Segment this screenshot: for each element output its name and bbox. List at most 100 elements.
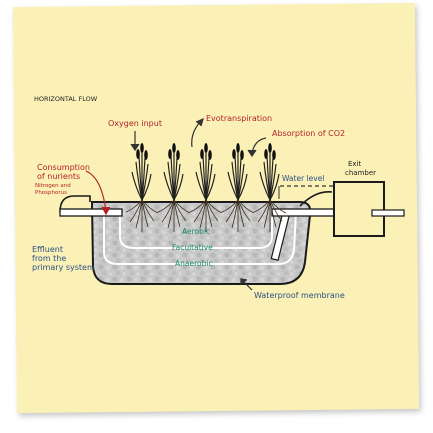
reed-root: [257, 199, 271, 223]
reed-seed-head: [176, 150, 180, 160]
reed-root: [141, 199, 149, 228]
reed-leaf: [237, 173, 248, 201]
consumption-label-line1: Consumption: [37, 163, 90, 172]
reed-leaf: [234, 155, 239, 201]
reed-seed-head: [236, 143, 240, 153]
reed-seed-head: [168, 149, 172, 159]
reed-leaf: [170, 155, 175, 201]
exit-chamber-pipe: [371, 209, 405, 217]
reed-leaf: [163, 171, 175, 201]
reed-root: [161, 199, 175, 223]
effluent-label-line2: from the: [32, 254, 66, 263]
reed-leaf: [269, 173, 280, 201]
reed-leaf: [173, 173, 184, 201]
waterproof-membrane-label: Waterproof membrane: [254, 291, 345, 300]
reed-plant: [189, 143, 223, 232]
consumption-arrow: [85, 170, 107, 213]
reed-root: [263, 199, 271, 229]
evotranspiration-arrowhead: [195, 117, 204, 127]
reed-seed-head: [264, 149, 268, 159]
reed-root: [253, 199, 271, 213]
reed-plant: [221, 143, 255, 232]
facultative-label: Facultative: [172, 243, 213, 252]
reed-leaf: [131, 171, 143, 201]
reed-root: [157, 199, 175, 213]
inlet-pipe: [59, 195, 91, 213]
reed-leaf: [266, 155, 271, 201]
reed-seed-head: [136, 149, 140, 159]
reed-seed-head: [200, 149, 204, 159]
reed-leaf: [138, 155, 143, 201]
exit-chamber: [333, 181, 385, 237]
evotranspiration-label: Evotranspiration: [206, 114, 272, 123]
reed-leaf: [141, 157, 146, 201]
reed-leaf: [227, 171, 239, 201]
reed-seed-head: [272, 150, 276, 160]
diagram-title: HORIZONTAL FLOW: [34, 95, 98, 103]
reed-seed-head: [232, 149, 236, 159]
reed-leaf: [173, 157, 178, 201]
reed-root: [205, 199, 213, 228]
reed-root: [189, 199, 207, 213]
reed-root: [205, 199, 223, 214]
reed-seed-head: [144, 150, 148, 160]
phosphorus-label: Phosphorus: [35, 190, 67, 196]
reed-root: [225, 199, 239, 223]
reed-root: [237, 199, 255, 214]
anaerobic-label: Anaerobic: [175, 259, 213, 268]
reed-root: [205, 199, 219, 222]
reed-leaf: [141, 173, 152, 201]
co2-arrowhead: [247, 149, 257, 158]
absorption-co2-label: Absorption of CO2: [272, 129, 345, 138]
reed-root: [269, 199, 287, 214]
consumption-label-line2: of nurients: [37, 172, 80, 181]
reed-root: [141, 199, 155, 222]
reed-root: [231, 199, 239, 229]
reed-leaf: [259, 171, 271, 201]
reed-leaf: [205, 157, 210, 201]
effluent-label-line3: primary system: [32, 263, 95, 272]
reed-leaf: [237, 157, 242, 201]
aerobic-label: Aerobic: [182, 227, 210, 236]
exit-chamber-label-line2: chamber: [345, 169, 376, 177]
reed-root: [193, 199, 207, 223]
consumption-arrowhead: [101, 206, 111, 216]
reed-root: [269, 199, 283, 222]
reed-seed-head: [172, 143, 176, 153]
membrane-arrowhead: [240, 278, 248, 285]
reed-root: [125, 199, 143, 213]
nitrogen-label: Nitrogen and: [35, 183, 71, 189]
reed-plant: [253, 143, 287, 232]
reed-seed-head: [268, 143, 272, 153]
outlet-overflow-bend: [299, 190, 333, 207]
reed-plant: [125, 143, 159, 232]
reed-root: [173, 199, 181, 228]
reed-root: [237, 199, 245, 228]
outlet-pipe-horizontal: [271, 208, 343, 217]
reed-plants: [125, 143, 287, 232]
reed-root: [221, 199, 239, 213]
reed-leaf: [202, 155, 207, 201]
water-level-label: Water level: [282, 174, 324, 183]
inlet-distributor: [59, 208, 123, 217]
reed-root: [269, 199, 277, 228]
reed-seed-head: [240, 150, 244, 160]
exit-chamber-label-line1: Exit: [348, 160, 362, 168]
reed-root: [173, 199, 187, 222]
effluent-label-line1: Effluent: [32, 245, 63, 254]
reed-root: [237, 199, 251, 222]
reed-root: [167, 199, 175, 229]
reed-leaf: [205, 173, 216, 201]
reed-seed-head: [204, 143, 208, 153]
aerobic-zone-outline: [119, 212, 273, 249]
reed-root: [199, 199, 207, 229]
oxygen-arrowhead: [130, 143, 140, 152]
reed-root: [129, 199, 143, 223]
reed-root: [141, 199, 159, 214]
reed-seed-head: [208, 150, 212, 160]
facultative-zone-outline: [103, 211, 297, 265]
reed-leaf: [195, 171, 207, 201]
reed-plant: [157, 143, 191, 232]
